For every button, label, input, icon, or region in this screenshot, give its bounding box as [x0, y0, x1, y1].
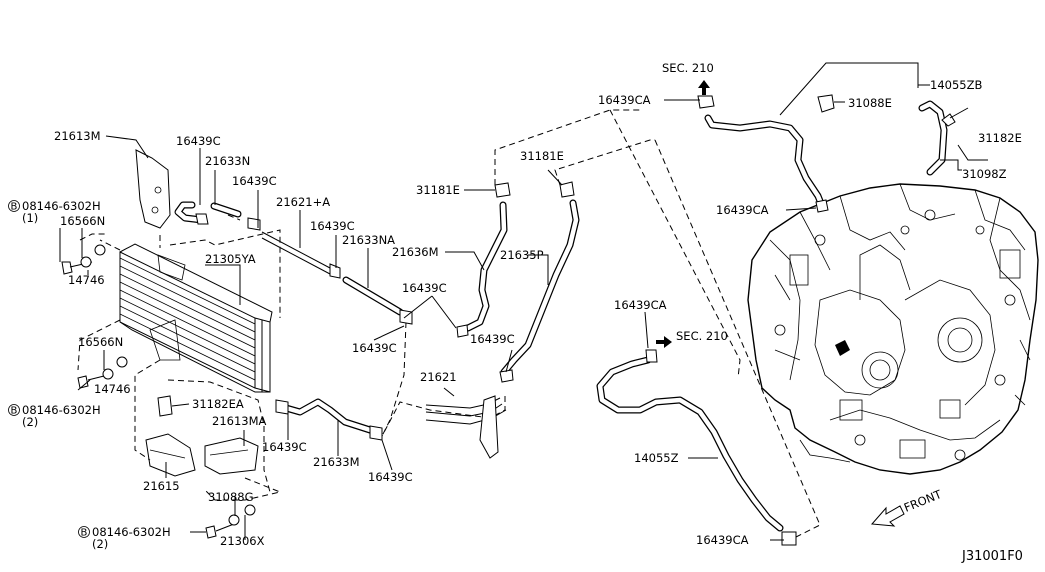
label-bolt-top: 08146-6302H	[22, 199, 101, 213]
label-21615: 21615	[143, 479, 180, 493]
label-16439c-g: 16439C	[262, 440, 307, 454]
label-31098z: 31098Z	[962, 167, 1007, 181]
arrow-up-icon	[698, 80, 710, 95]
label-16439ca-lower: 16439CA	[614, 298, 667, 312]
label-14055z: 14055Z	[634, 451, 679, 465]
label-21306x: 21306X	[220, 534, 265, 548]
label-21613ma: 21613MA	[212, 414, 267, 428]
label-16439c-h: 16439C	[368, 470, 413, 484]
label-sec210-mid: SEC. 210	[676, 329, 728, 343]
label-31182e: 31182E	[978, 131, 1022, 145]
oil-cooler-21305ya	[119, 243, 273, 393]
bracket-21613ma	[204, 437, 259, 475]
label-21633m: 21633M	[313, 455, 360, 469]
label-21635p: 21635P	[500, 248, 544, 262]
label-16439c-c: 16439C	[310, 219, 355, 233]
label-16439c-b: 16439C	[232, 174, 277, 188]
label-21305ya: 21305YA	[205, 252, 256, 266]
label-16439c-f: 16439C	[470, 332, 515, 346]
bracket-21613m	[135, 149, 171, 229]
hose-21633n	[174, 201, 261, 231]
hose-14055zb	[697, 94, 948, 213]
label-31181e-right: 31181E	[520, 149, 564, 163]
label-31088g: 31088G	[208, 490, 254, 504]
label-21636m: 21636M	[392, 245, 439, 259]
label-31088e: 31088E	[848, 96, 892, 110]
bolts-left	[61, 244, 256, 539]
label-front: FRONT	[902, 487, 945, 515]
label-21633na: 21633NA	[342, 233, 395, 247]
bolt-marker-top-letter: B	[11, 202, 18, 213]
label-bolt-mid: 08146-6302H	[22, 403, 101, 417]
label-bolt-bot-qty: (2)	[92, 537, 108, 551]
front-arrow-icon	[870, 505, 905, 527]
hose-14055z	[596, 349, 797, 546]
label-14746-bot: 14746	[94, 382, 131, 396]
hose-21636m	[456, 182, 511, 338]
label-bolt-top-qty: (1)	[22, 211, 38, 225]
label-21613m: 21613M	[54, 129, 101, 143]
label-31182ea: 31182EA	[192, 397, 244, 411]
label-16566n-bot: 16566N	[78, 335, 123, 349]
clip-31182ea	[157, 395, 173, 417]
hose-21635p	[499, 181, 580, 383]
transmission-assembly	[747, 183, 1039, 475]
label-sec210-top: SEC. 210	[662, 61, 714, 75]
bolt-marker-mid	[8, 404, 20, 416]
label-16439c-d: 16439C	[402, 281, 447, 295]
label-21621a: 21621+A	[276, 195, 330, 209]
arrow-right-icon	[656, 336, 672, 348]
label-14055zb: 14055ZB	[930, 78, 982, 92]
label-16439ca-mid: 16439CA	[716, 203, 769, 217]
label-16566n-top: 16566N	[60, 214, 105, 228]
label-21621: 21621	[420, 370, 457, 384]
bolt-marker-top	[8, 200, 20, 212]
label-31181e-left: 31181E	[416, 183, 460, 197]
label-16439ca-top: 16439CA	[598, 93, 651, 107]
label-16439c-e: 16439C	[352, 341, 397, 355]
bolt-marker-mid-letter: B	[11, 406, 18, 417]
label-bolt-mid-qty: (2)	[22, 415, 38, 429]
bolt-marker-bot	[78, 526, 90, 538]
diagram-id: J31001F0	[961, 549, 1023, 564]
label-14746-top: 14746	[68, 273, 105, 287]
label-21633n: 21633N	[205, 154, 250, 168]
line-21621	[425, 387, 507, 459]
label-bolt-bot: 08146-6302H	[92, 525, 171, 539]
bolt-marker-bot-letter: B	[81, 528, 88, 539]
label-16439c-a: 16439C	[176, 134, 221, 148]
label-16439ca-bot: 16439CA	[696, 533, 749, 547]
